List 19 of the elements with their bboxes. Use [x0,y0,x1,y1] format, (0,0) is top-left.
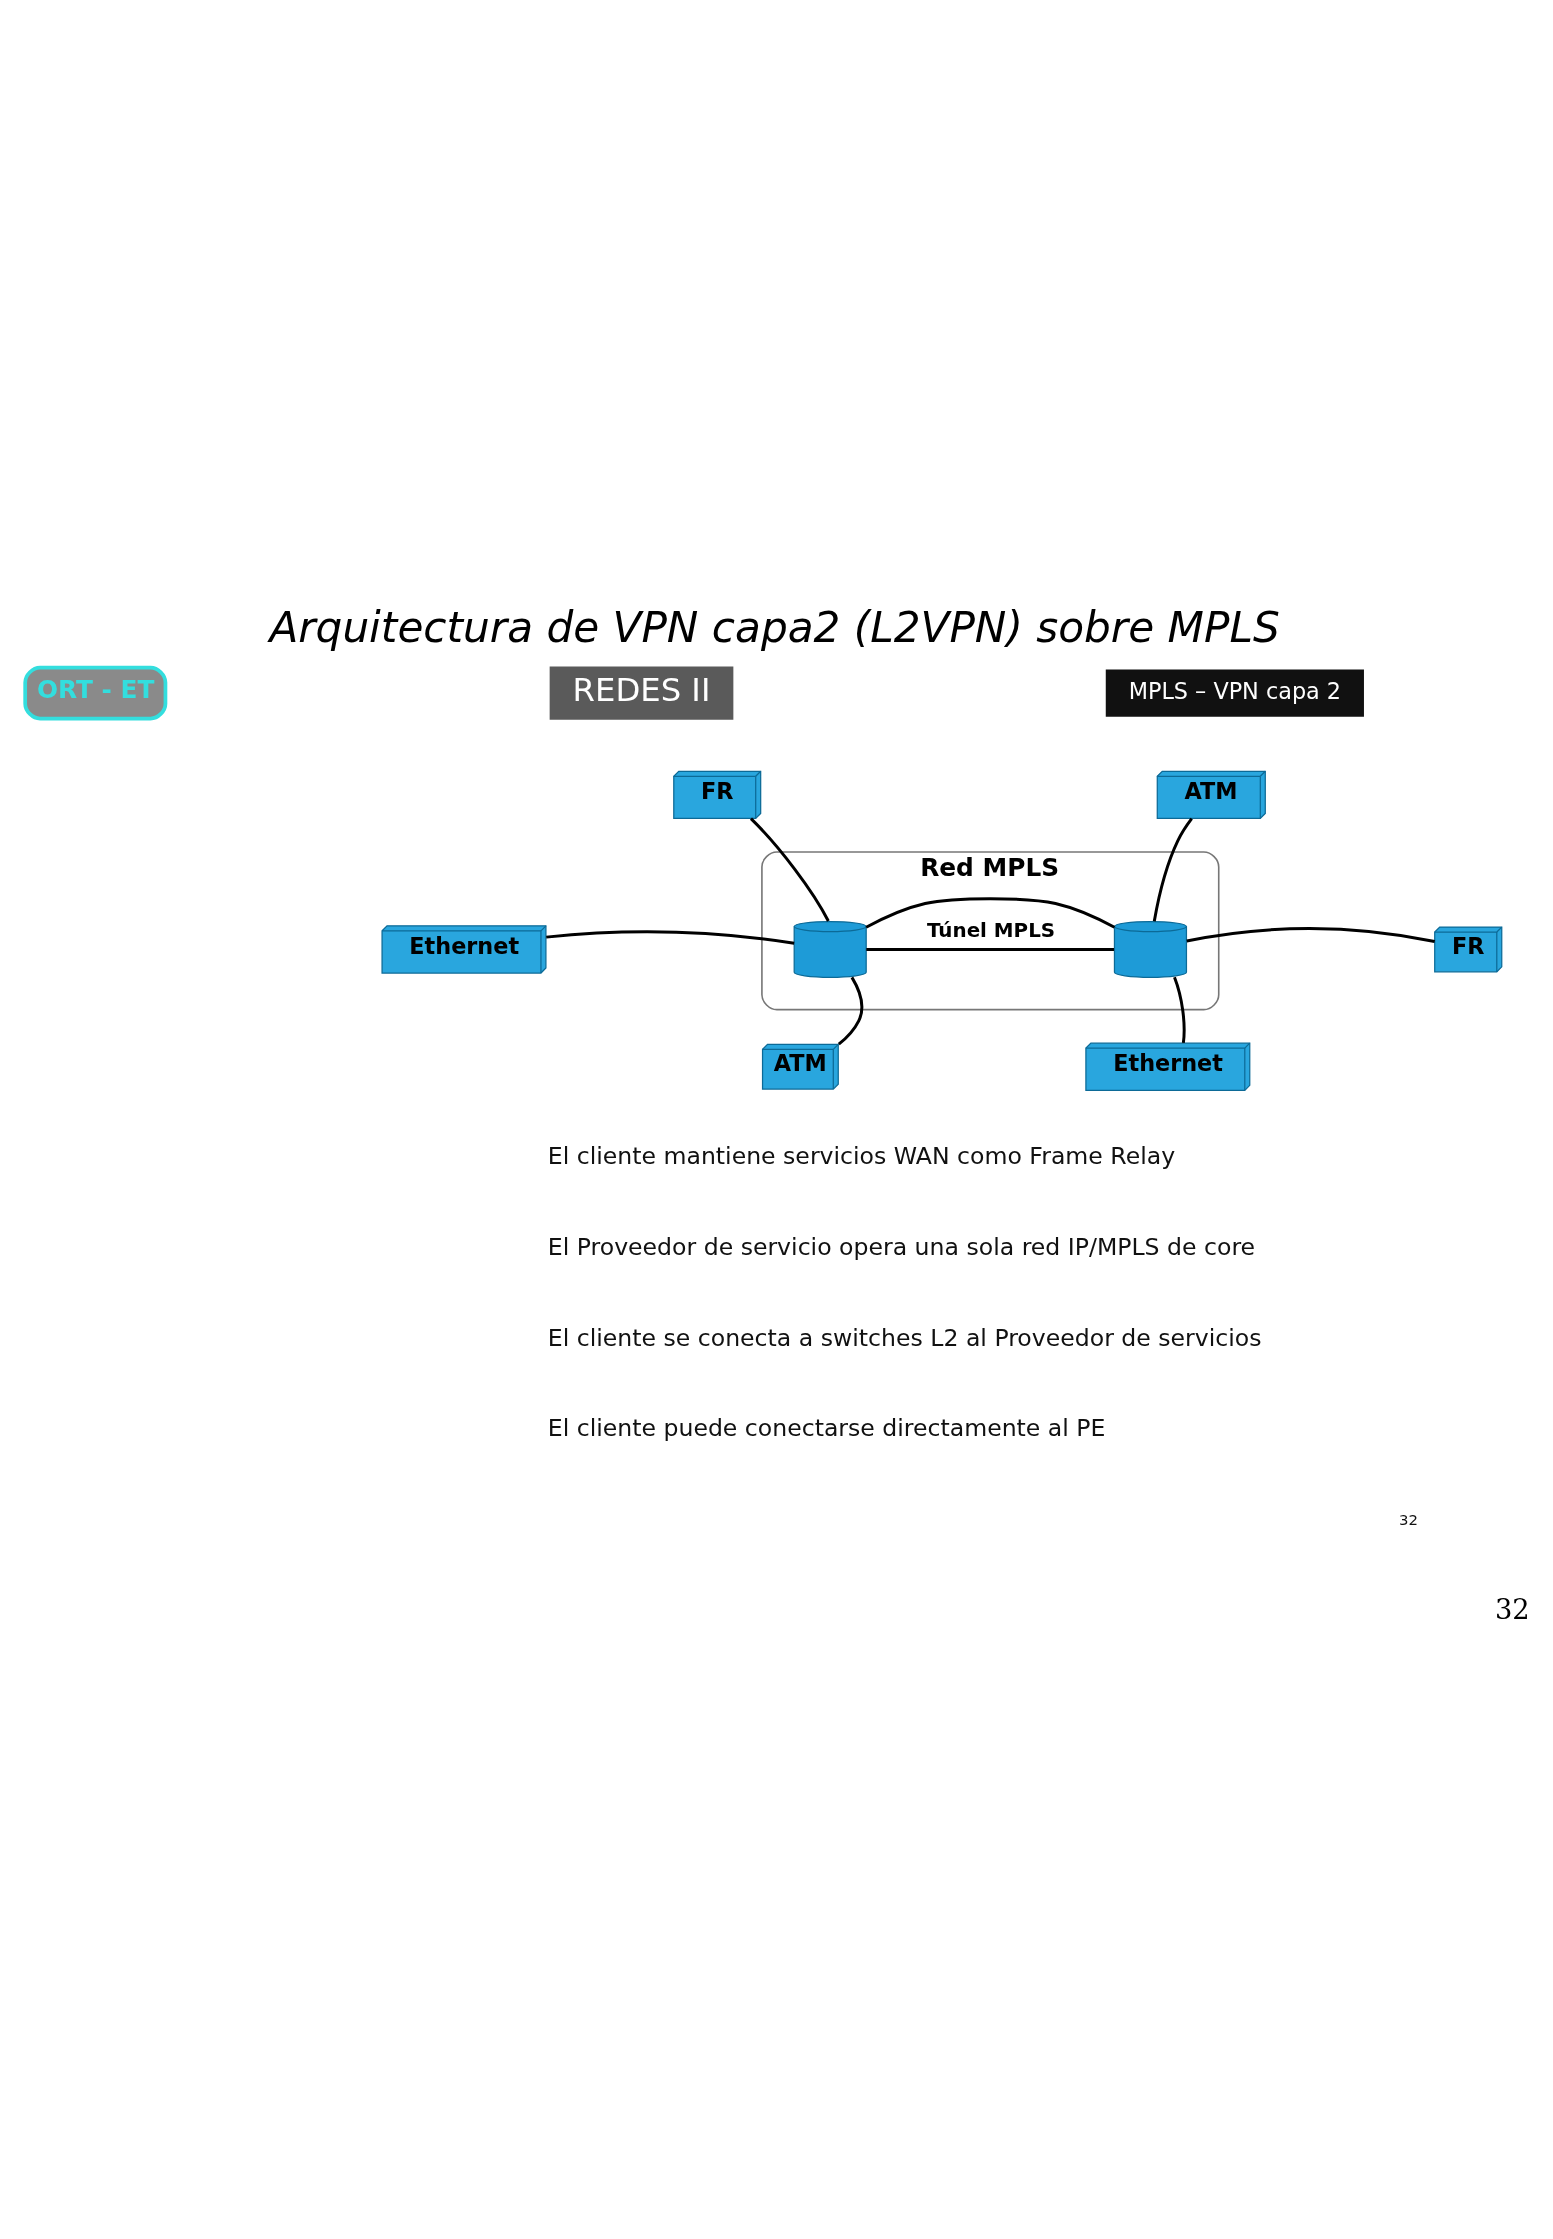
label: ORT - ET [36,675,155,705]
label: 32 [1494,1593,1530,1625]
connector [1152,817,1193,922]
label: REDES II [572,670,711,709]
connector [865,897,1116,929]
label: El cliente puede conectarse directamente al PE [547,1414,1106,1443]
connector [1173,976,1186,1044]
label: El Proveedor de servicio opera una sola red IP/MPLS de core [547,1233,1256,1262]
connector [866,947,1114,951]
label: El cliente se conecta a switches L2 al Proveedor de servicios [547,1323,1262,1352]
connector [546,930,795,945]
diagram-title: Arquitectura de VPN capa2 (L2VPN) sobre MPLS [269,603,1280,653]
connector [749,817,830,922]
label: 32 [1399,1510,1418,1529]
label: El cliente mantiene servicios WAN como Frame Relay [547,1142,1176,1171]
label: MPLS – VPN capa 2 [1128,677,1342,704]
edge-label: Túnel MPLS [927,918,1056,942]
connector [837,976,864,1046]
connector [1186,927,1435,943]
